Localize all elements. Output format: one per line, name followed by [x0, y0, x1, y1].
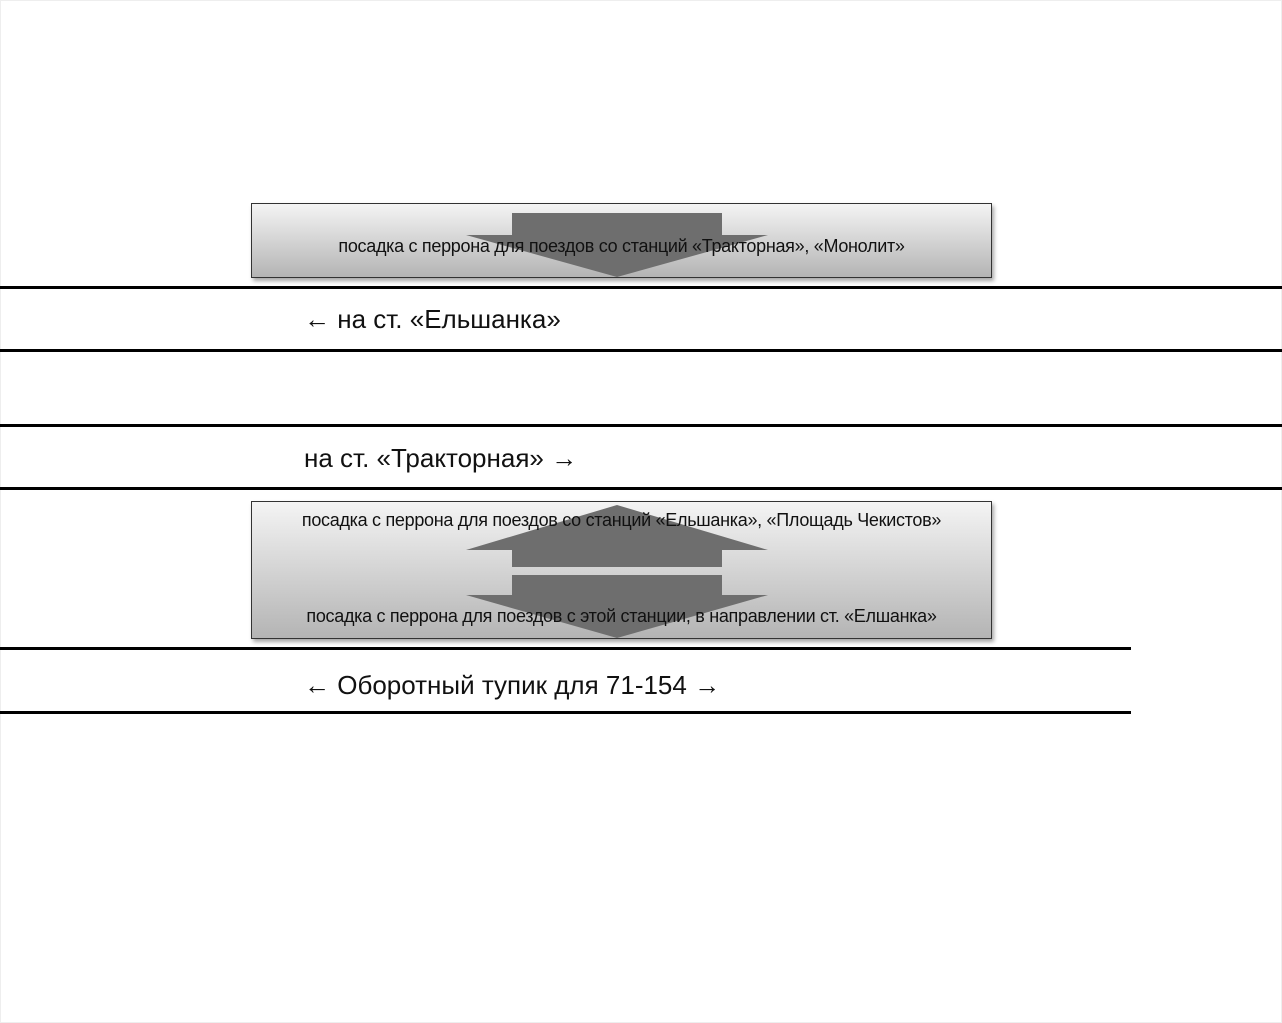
track-line — [0, 349, 1282, 352]
track-label-traktornaya: на ст. «Тракторная» → — [304, 443, 578, 473]
track-line — [0, 424, 1282, 427]
platform-bottom-up-text: посадка с перрона для поездов со станций… — [301, 510, 942, 530]
track-line — [0, 487, 1282, 490]
track-line — [0, 711, 1131, 714]
platform-bottom-down-text: посадка с перрона для поездов с этой ста… — [306, 606, 937, 626]
track-line — [0, 286, 1282, 289]
track-line — [0, 647, 1131, 650]
track-label-elshanka: ← на ст. «Ельшанка» — [304, 304, 561, 334]
track-label-dead-end: ← Оборотный тупик для 71-154 → — [304, 670, 721, 700]
platform-top-text: посадка с перрона для поездов со станций… — [338, 236, 905, 256]
